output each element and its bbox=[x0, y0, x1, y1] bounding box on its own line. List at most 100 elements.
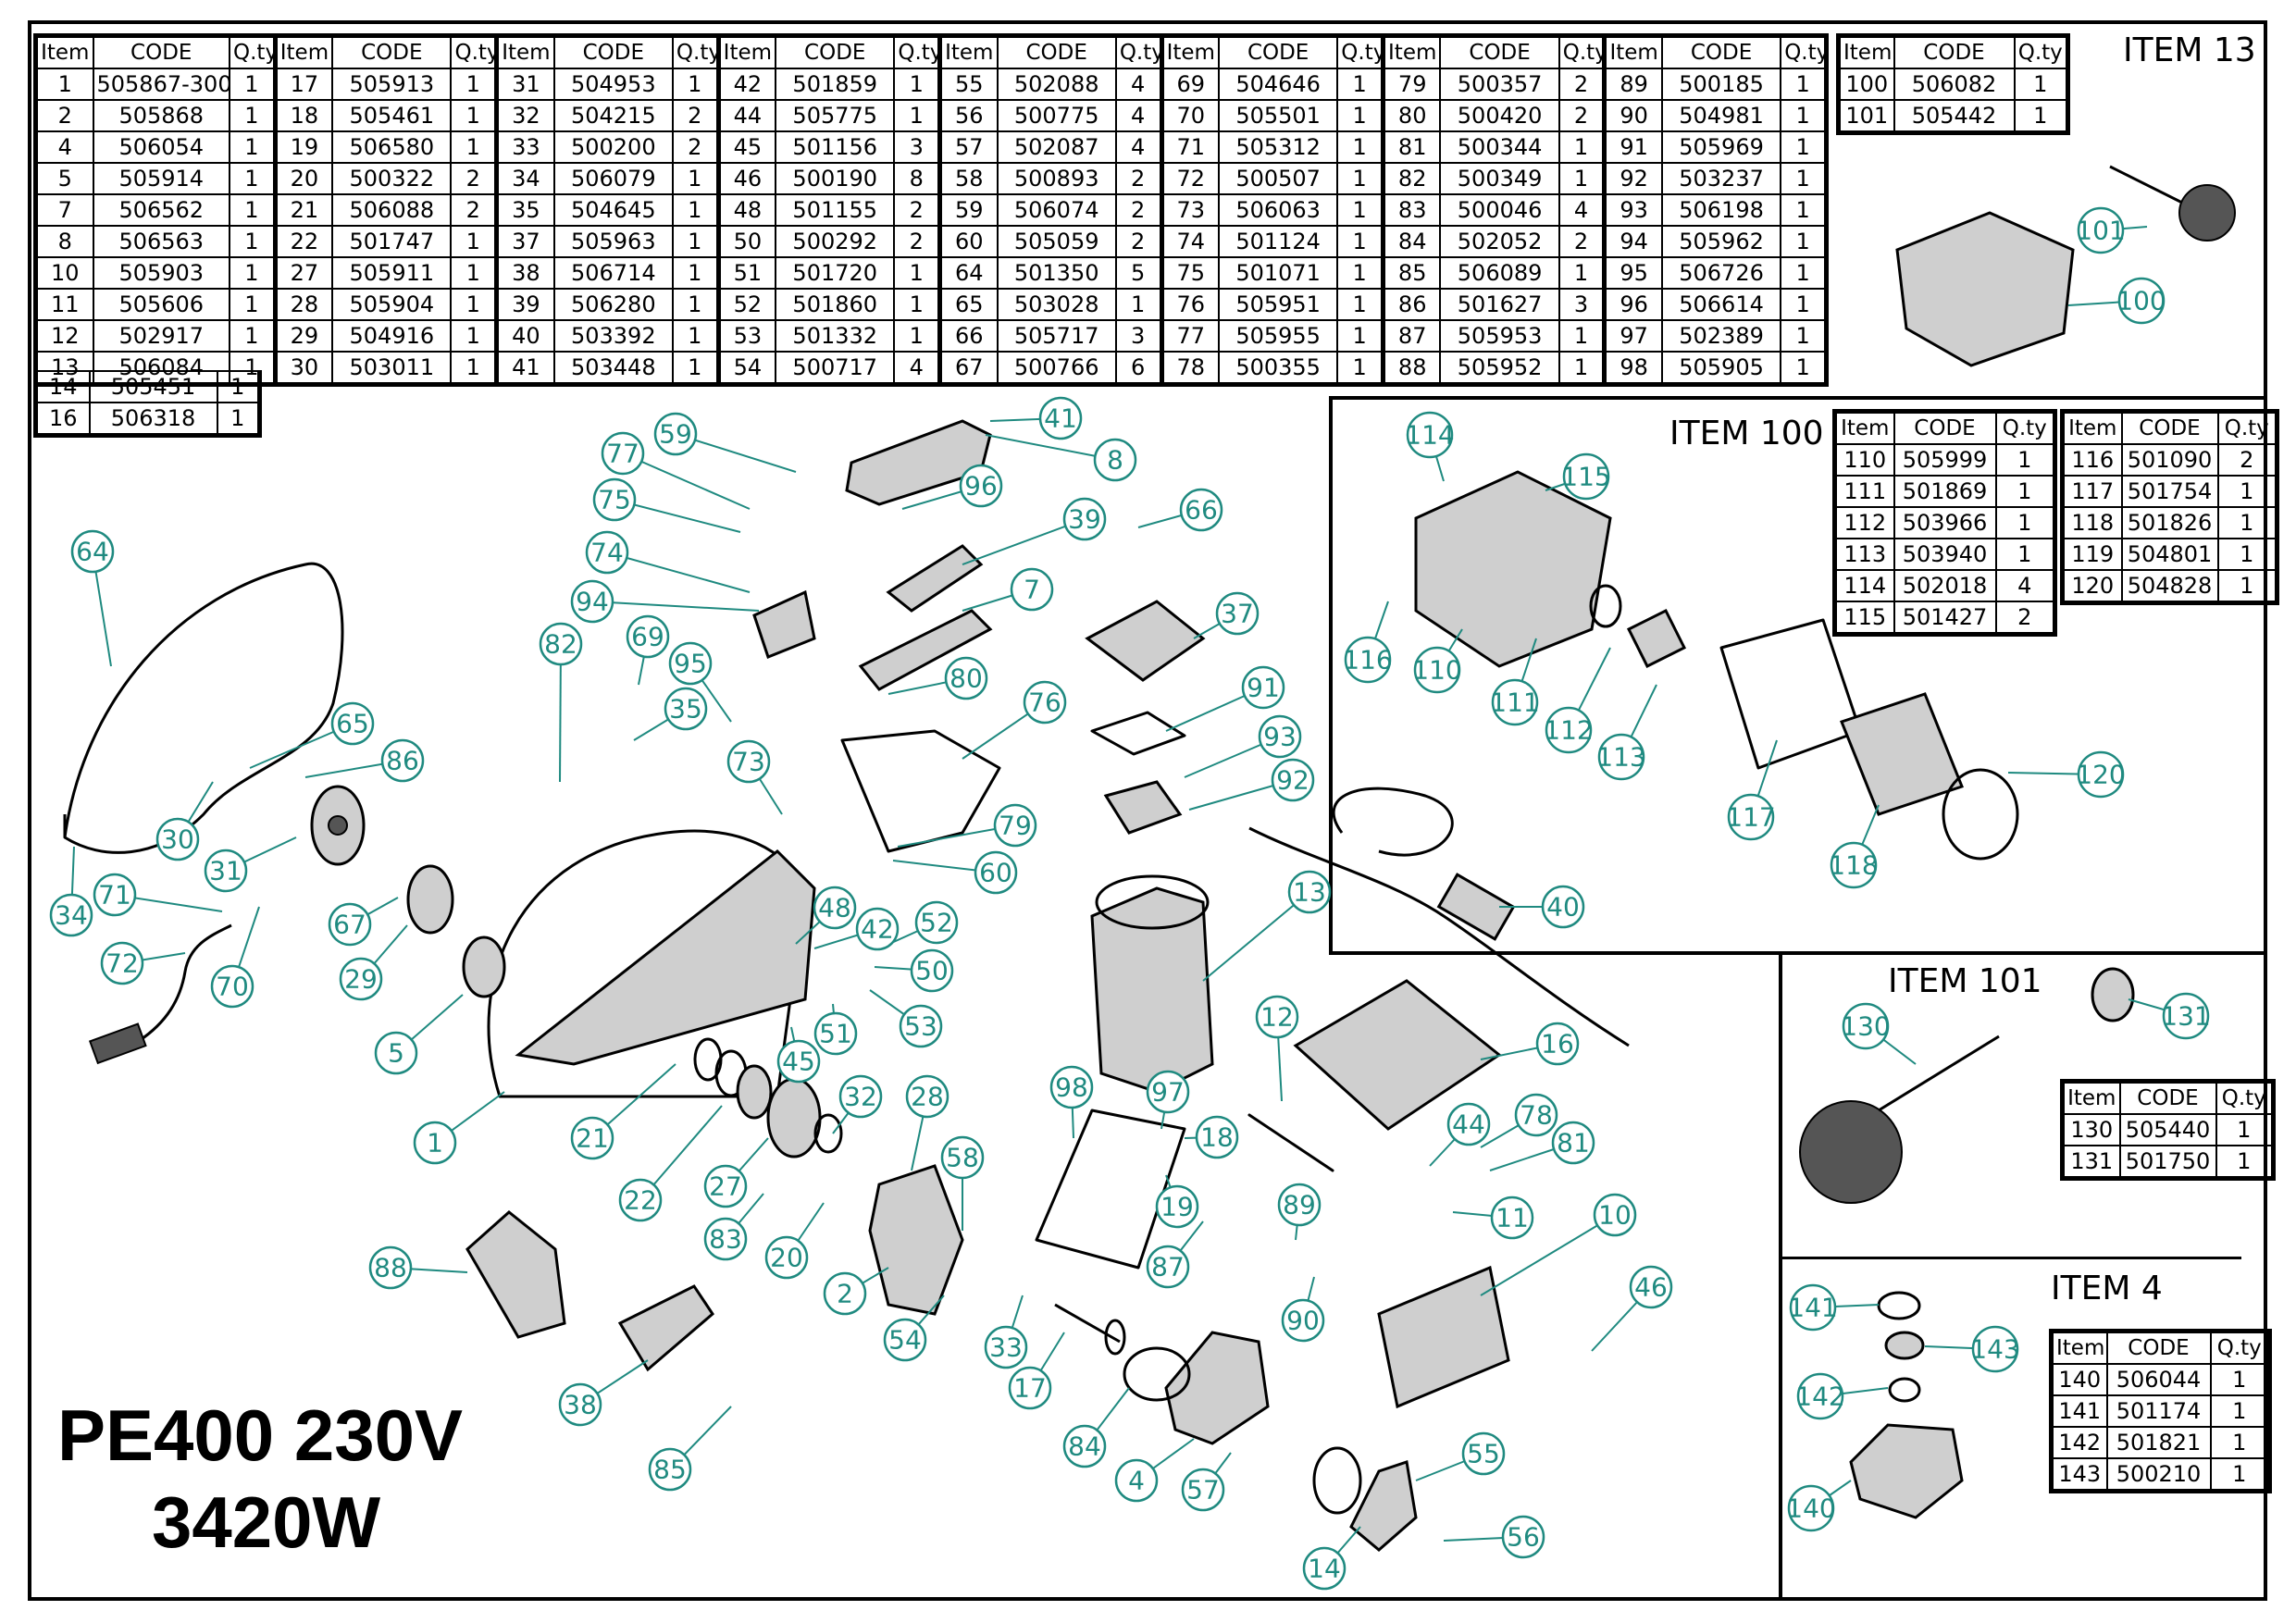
qty-cell: 1 bbox=[1994, 538, 2056, 571]
item-cell: 66 bbox=[938, 319, 999, 353]
item-cell: 85 bbox=[1382, 256, 1442, 290]
code-cell: 500292 bbox=[775, 225, 896, 258]
section-divider-vertical bbox=[1779, 951, 1782, 1601]
qty-cell: 4 bbox=[1558, 193, 1607, 227]
callout-113: 113 bbox=[1596, 733, 1646, 781]
callout-label: 131 bbox=[2161, 1001, 2210, 1032]
item-cell: 31 bbox=[495, 68, 555, 101]
code-cell: 505969 bbox=[1660, 130, 1782, 164]
callout-13: 13 bbox=[1287, 870, 1332, 914]
item-cell: 32 bbox=[495, 99, 555, 132]
code-cell: 501860 bbox=[775, 288, 896, 321]
callout-label: 56 bbox=[1507, 1522, 1540, 1553]
col-item: Item bbox=[1837, 34, 1895, 69]
callout-85: 85 bbox=[648, 1447, 692, 1492]
callout-71: 71 bbox=[93, 873, 137, 917]
item-cell: 55 bbox=[938, 68, 999, 101]
col-code: CODE bbox=[1893, 34, 2016, 69]
item-cell: 112 bbox=[1833, 506, 1895, 539]
qty-cell: 1 bbox=[671, 193, 721, 227]
callout-label: 29 bbox=[344, 964, 378, 995]
item-cell: 40 bbox=[495, 319, 555, 353]
col-item: Item bbox=[274, 34, 334, 69]
col-item: Item bbox=[495, 34, 555, 69]
callout-label: 28 bbox=[911, 1082, 944, 1112]
callout-17: 17 bbox=[1008, 1366, 1052, 1410]
callout-60: 60 bbox=[974, 850, 1018, 895]
spindle-drawing bbox=[1054, 1303, 1121, 1344]
qty-cell: 1 bbox=[893, 68, 943, 101]
code-cell: 506726 bbox=[1660, 256, 1782, 290]
callout-label: 89 bbox=[1283, 1190, 1316, 1220]
code-cell: 501859 bbox=[775, 68, 896, 101]
code-cell: 505955 bbox=[1217, 319, 1339, 353]
qty-cell: 1 bbox=[229, 288, 278, 321]
qty-cell: 1 bbox=[671, 319, 721, 353]
callout-79: 79 bbox=[993, 803, 1037, 848]
qty-cell: 1 bbox=[1780, 256, 1830, 290]
item-cell: 37 bbox=[495, 225, 555, 258]
qty-cell: 1 bbox=[450, 319, 500, 353]
code-cell: 502087 bbox=[996, 130, 1117, 164]
item-cell: 44 bbox=[717, 99, 777, 132]
qty-cell: 1 bbox=[1994, 506, 2056, 539]
callout-70: 70 bbox=[210, 964, 254, 1009]
callout-87: 87 bbox=[1146, 1245, 1190, 1289]
qty-cell: 1 bbox=[229, 162, 278, 195]
code-cell: 505903 bbox=[92, 256, 231, 290]
item-cell: 119 bbox=[2061, 538, 2123, 571]
code-cell: 505953 bbox=[1439, 319, 1560, 353]
qty-cell: 1 bbox=[1558, 351, 1607, 386]
callout-74: 74 bbox=[585, 530, 629, 575]
item-cell: 82 bbox=[1382, 162, 1442, 195]
code-cell: 501156 bbox=[775, 130, 896, 164]
col-code: CODE bbox=[1893, 410, 1997, 445]
item-cell: 67 bbox=[938, 351, 999, 386]
gearbox-drawing bbox=[868, 1164, 964, 1316]
qty-cell: 1 bbox=[2216, 569, 2278, 604]
callout-label: 73 bbox=[732, 747, 765, 777]
item-cell: 5 bbox=[34, 162, 94, 195]
item-cell: 90 bbox=[1603, 99, 1663, 132]
callout-73: 73 bbox=[726, 739, 771, 784]
code-cell: 500200 bbox=[552, 130, 674, 164]
item-cell: 113 bbox=[1833, 538, 1895, 571]
item-cell: 12 bbox=[34, 319, 94, 353]
qty-cell: 1 bbox=[1780, 225, 1830, 258]
item-cell: 28 bbox=[274, 288, 334, 321]
code-cell: 506714 bbox=[552, 256, 674, 290]
item-cell: 39 bbox=[495, 288, 555, 321]
seal-drawing bbox=[1090, 711, 1186, 756]
code-cell: 506580 bbox=[331, 130, 453, 164]
item-cell: 48 bbox=[717, 193, 777, 227]
item-cell: 34 bbox=[495, 162, 555, 195]
code-cell: 501747 bbox=[331, 225, 453, 258]
callout-label: 67 bbox=[333, 910, 366, 940]
callout-label: 8 bbox=[1107, 445, 1123, 476]
qty-cell: 1 bbox=[893, 319, 943, 353]
col-qty: Q.ty bbox=[893, 34, 943, 69]
code-cell: 500420 bbox=[1439, 99, 1560, 132]
qty-cell: 1 bbox=[1336, 256, 1385, 290]
qty-cell: 4 bbox=[1994, 569, 2056, 602]
qty-cell: 2 bbox=[1114, 225, 1164, 258]
callout-89: 89 bbox=[1277, 1183, 1322, 1227]
callout-67: 67 bbox=[328, 902, 372, 947]
item-cell: 77 bbox=[1160, 319, 1220, 353]
item-cell: 140 bbox=[2050, 1363, 2108, 1396]
callout-label: 27 bbox=[709, 1171, 742, 1202]
callout-65: 65 bbox=[330, 701, 375, 746]
item-cell: 58 bbox=[938, 162, 999, 195]
code-cell: 505999 bbox=[1893, 443, 1997, 477]
callout-label: 78 bbox=[1520, 1100, 1553, 1131]
col-item: Item bbox=[938, 34, 999, 69]
qty-cell: 1 bbox=[1336, 68, 1385, 101]
col-item: Item bbox=[1160, 34, 1220, 69]
